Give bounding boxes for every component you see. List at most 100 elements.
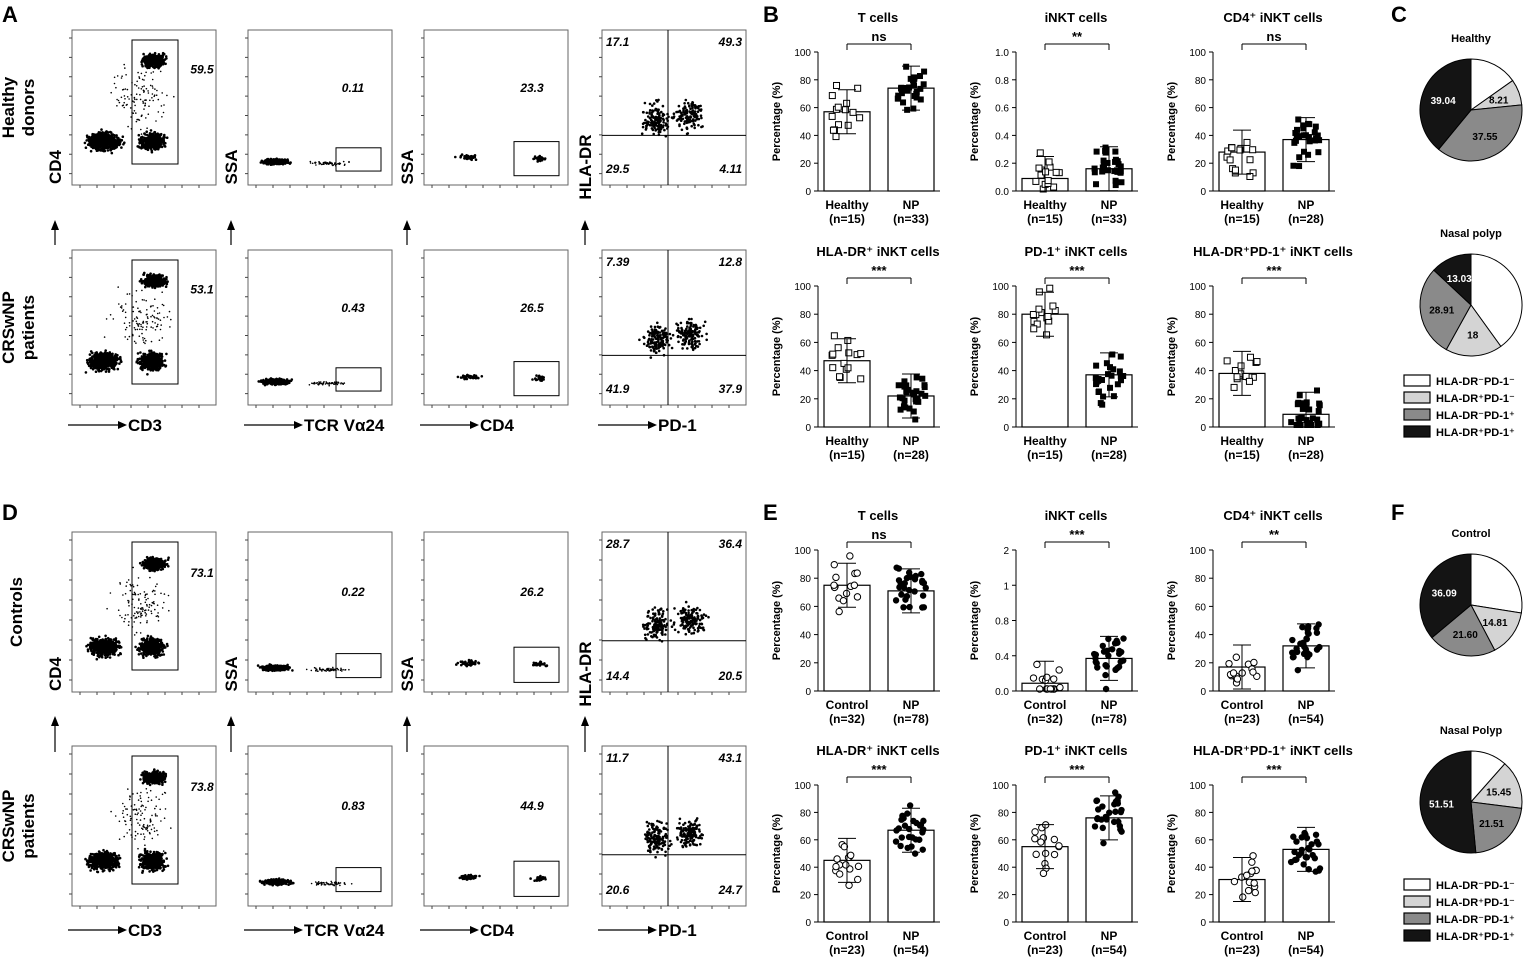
event-dot [159, 358, 163, 361]
event-dot [656, 335, 660, 339]
event-dot [152, 279, 155, 283]
event-dot [150, 149, 153, 152]
event-dot [690, 317, 693, 321]
event-dot [116, 367, 120, 371]
event-dot [663, 335, 667, 339]
flow-top-row1-plot-2: 0.11 [245, 29, 393, 188]
event-dot [663, 331, 667, 335]
event-dot [145, 117, 147, 119]
event-dot [647, 120, 650, 124]
event-dot [688, 339, 691, 342]
event-dot [333, 381, 336, 384]
event-dot [650, 127, 654, 130]
event-dot [117, 99, 120, 102]
event-dot [133, 318, 136, 320]
event-dot [534, 156, 537, 159]
event-dot [348, 160, 350, 163]
event-dot [312, 382, 315, 385]
event-dot [658, 130, 662, 134]
event-dot [155, 147, 159, 150]
event-dot [672, 116, 675, 119]
event-dot [540, 156, 544, 159]
event-dot [688, 110, 691, 113]
event-dot [138, 310, 141, 313]
event-dot [163, 316, 165, 319]
event-dot [100, 137, 103, 141]
event-dot [137, 71, 139, 74]
event-dot [660, 329, 664, 333]
event-dot [143, 79, 145, 81]
event-dot [687, 334, 690, 338]
event-dot [161, 303, 164, 306]
event-dot [102, 355, 105, 359]
event-dot [126, 88, 129, 91]
event-dot [543, 157, 547, 161]
event-dot [145, 321, 147, 323]
event-dot [112, 318, 115, 320]
event-dot [153, 310, 156, 312]
event-dot [126, 338, 129, 341]
event-dot [165, 352, 168, 356]
event-dot [143, 341, 145, 344]
event-dot [687, 116, 690, 119]
event-dot [141, 135, 144, 139]
event-dot [102, 364, 105, 368]
event-dot [148, 360, 152, 364]
event-dot [150, 54, 154, 58]
event-dot [156, 89, 158, 92]
event-dot [153, 131, 157, 134]
event-dot [85, 139, 88, 142]
event-dot [652, 116, 656, 119]
event-dot [158, 134, 162, 137]
x-axis-label: PD-1 [658, 416, 697, 435]
event-dot [106, 367, 109, 371]
x-axis-arrowhead [470, 421, 479, 429]
event-dot [680, 113, 684, 117]
event-dot [126, 293, 129, 295]
event-dot [648, 345, 651, 349]
event-dot [700, 125, 703, 129]
event-dot [141, 299, 144, 301]
event-dot [654, 118, 658, 121]
event-dot [143, 281, 146, 284]
event-dot [142, 326, 144, 329]
event-dot [676, 110, 680, 114]
event-dot [320, 382, 323, 385]
event-dot [280, 381, 284, 385]
quadrant-value-lr: 4.11 [719, 162, 743, 176]
event-dot [104, 634, 107, 638]
event-dot [155, 354, 158, 358]
event-dot [694, 323, 698, 327]
y-axis-arrowhead [51, 220, 59, 230]
event-dot [136, 98, 138, 101]
event-dot [106, 149, 110, 152]
event-dot [320, 163, 323, 166]
event-dot [144, 74, 146, 77]
event-dot [679, 335, 682, 339]
event-dot [694, 332, 697, 336]
event-dot [144, 105, 146, 107]
event-dot [141, 143, 144, 146]
event-dot [147, 54, 151, 58]
event-dot [702, 324, 705, 328]
panel-label-a: A [2, 2, 18, 27]
event-dot [145, 130, 148, 133]
event-dot [705, 338, 708, 342]
event-dot [165, 136, 169, 139]
event-dot [89, 365, 93, 368]
event-dot [166, 316, 169, 318]
event-dot [142, 273, 146, 276]
event-dot [88, 353, 92, 356]
event-dot [658, 325, 662, 329]
event-dot [140, 311, 142, 314]
event-dot [272, 162, 276, 166]
event-dot [143, 366, 147, 370]
event-dot [343, 164, 346, 166]
event-dot [89, 140, 92, 143]
event-dot [656, 100, 659, 103]
event-dot [95, 657, 99, 661]
event-dot [83, 141, 87, 145]
event-dot [698, 108, 701, 112]
